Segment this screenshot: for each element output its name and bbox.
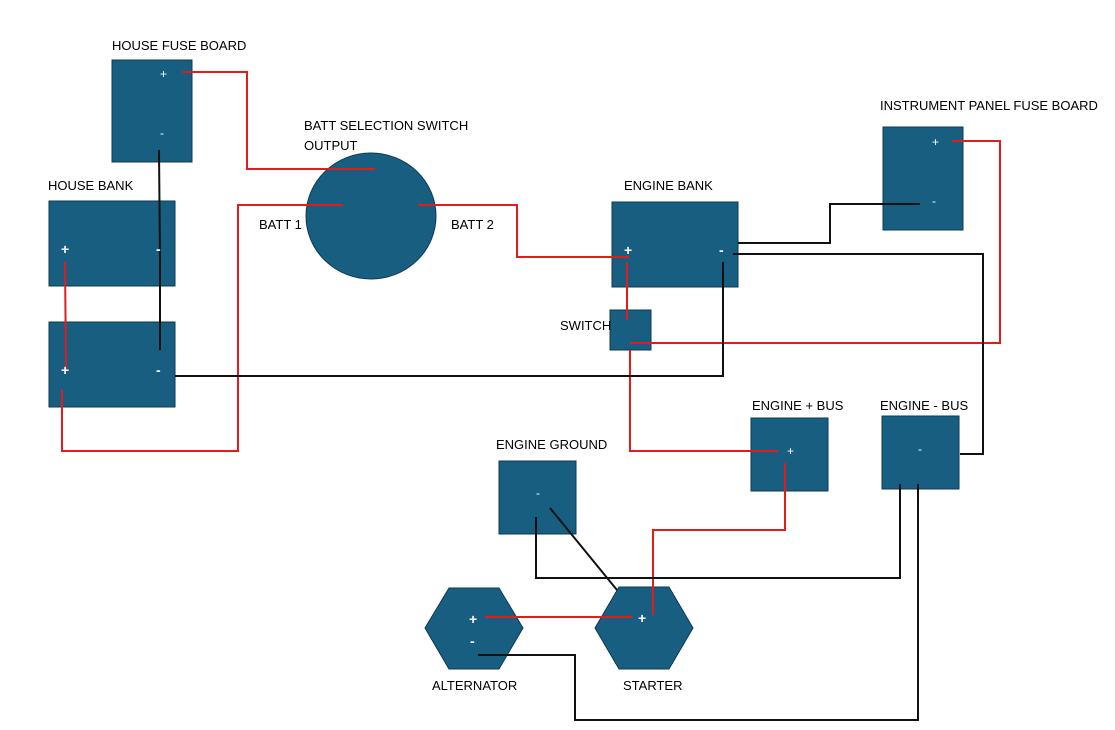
alternator-positive-terminal: +	[469, 611, 477, 627]
starter	[594, 586, 694, 670]
house-fuse-board	[111, 59, 193, 163]
label-alternator: ALTERNATOR	[432, 678, 517, 693]
label-instrument-panel-fuse-board: INSTRUMENT PANEL FUSE BOARD	[880, 98, 1098, 113]
wire-switch-to-engine-positive-bus	[629, 350, 778, 452]
wire-engine-bank-negative-to-engine-negative-bus	[733, 253, 984, 455]
house-fuse-board-positive-terminal: +	[160, 67, 167, 81]
engine-positive-bus-terminal: +	[787, 444, 794, 458]
instrument-panel-negative-terminal: -	[932, 194, 936, 208]
label-batt-selection-switch-output: OUTPUT	[304, 138, 358, 153]
alternator	[424, 587, 524, 670]
engine-ground-terminal: -	[536, 486, 540, 500]
wire-switch-to-instrument-panel-fuse-board	[630, 140, 1001, 344]
label-starter: STARTER	[623, 678, 682, 693]
engine-negative-bus	[881, 415, 960, 490]
wire-fuse-board-positive-to-switch-output	[182, 71, 375, 170]
engine-bank-positive-terminal: +	[624, 242, 632, 258]
label-house-fuse-board: HOUSE FUSE BOARD	[112, 38, 246, 53]
label-batt1: BATT 1	[259, 217, 302, 232]
house-bank-1-negative-terminal: -	[156, 241, 161, 257]
house-bank-2-negative-terminal: -	[156, 362, 161, 378]
label-engine-positive-bus: ENGINE + BUS	[752, 398, 844, 413]
house-fuse-board-negative-terminal: -	[160, 126, 164, 140]
wire-engine-ground-to-starter	[549, 507, 618, 591]
house-bank-1-positive-terminal: +	[61, 241, 69, 257]
wire-engine-positive-bus-to-starter	[652, 463, 786, 615]
instrument-panel-positive-terminal: +	[932, 135, 939, 149]
wire-engine-bank-negative-to-instrument-panel	[738, 203, 920, 244]
engine-positive-bus	[750, 417, 829, 492]
engine-bank-negative-terminal: -	[719, 242, 724, 258]
house-bank-battery-2	[48, 321, 176, 408]
label-batt2: BATT 2	[451, 217, 494, 232]
batt-selection-switch	[305, 152, 437, 280]
engine-ground	[498, 460, 577, 535]
wire-batt2-to-engine-bank-positive	[418, 204, 629, 258]
label-engine-negative-bus: ENGINE - BUS	[880, 398, 968, 413]
house-bank-battery-1	[48, 200, 176, 287]
engine-bank-battery	[611, 201, 739, 288]
wire-alternator-negative-to-engine-negative-bus	[478, 484, 919, 721]
alternator-negative-terminal: -	[470, 633, 475, 649]
wire-house-bank-positive-link	[64, 261, 67, 371]
instrument-panel-fuse-board	[882, 126, 964, 231]
engine-negative-bus-terminal: -	[918, 442, 922, 456]
label-engine-ground: ENGINE GROUND	[496, 437, 607, 452]
wire-house-bank-positive-to-batt1	[61, 204, 343, 452]
wire-house-fuse-board-negative	[158, 149, 161, 263]
wire-house-bank-negative-to-engine-bank-negative	[175, 262, 724, 377]
label-house-bank: HOUSE BANK	[48, 178, 134, 193]
house-bank-2-positive-terminal: +	[61, 362, 69, 378]
label-engine-bank: ENGINE BANK	[624, 178, 713, 193]
label-switch: SWITCH	[560, 318, 611, 333]
label-batt-selection-switch: BATT SELECTION SWITCH	[304, 118, 468, 133]
starter-positive-terminal: +	[638, 610, 646, 626]
wire-engine-ground-to-engine-negative-bus	[535, 484, 901, 579]
